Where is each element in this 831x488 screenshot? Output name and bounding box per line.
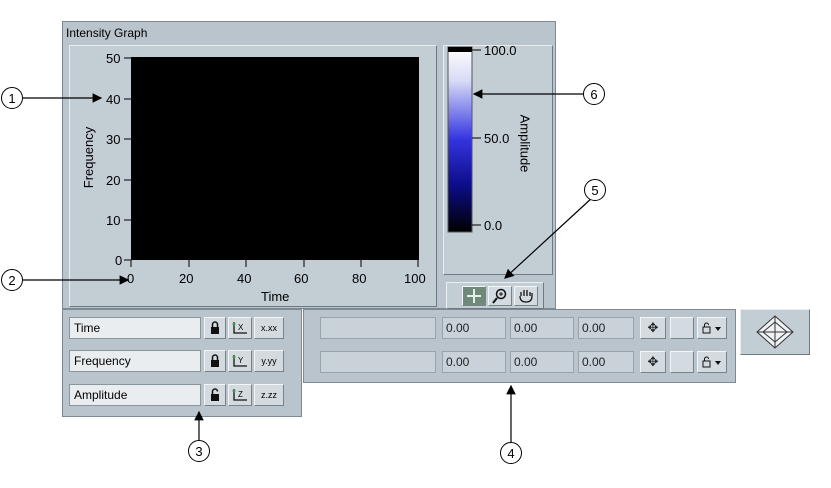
y-tick-label: 10 xyxy=(106,213,121,228)
cursor-move-button[interactable]: ✥ xyxy=(640,351,666,373)
colorscale-bar xyxy=(447,46,481,233)
format-x-button[interactable]: x.xx xyxy=(254,317,284,339)
y-tick-label: 0 xyxy=(115,253,123,268)
scale-lock-button[interactable] xyxy=(204,350,226,372)
svg-text:Y: Y xyxy=(238,356,244,365)
zoom-tool-button[interactable] xyxy=(488,286,512,306)
callout-3: 3 xyxy=(188,440,210,462)
autoscale-y-button[interactable]: Y xyxy=(228,350,252,372)
move-arrows-icon: ✥ xyxy=(647,354,659,369)
cursor-style-button[interactable] xyxy=(670,317,694,339)
cursor-y-value[interactable]: 0.00 xyxy=(510,351,574,373)
lock-dropdown-icon xyxy=(702,356,721,368)
x-tick-label: 0 xyxy=(127,271,135,286)
x-tick-label: 20 xyxy=(179,271,194,286)
cursor-z-value[interactable]: 0.00 xyxy=(578,317,634,339)
cursor-movement-control[interactable] xyxy=(740,309,810,355)
cursor-lock-button[interactable] xyxy=(697,351,727,373)
svg-text:X: X xyxy=(238,323,244,332)
y-tick-label: 50 xyxy=(106,51,121,66)
cursor-x-value[interactable]: 0.00 xyxy=(442,317,506,339)
x-axis-label: Time xyxy=(261,289,290,304)
x-tick-label: 40 xyxy=(237,271,252,286)
cursor-x-value[interactable]: 0.00 xyxy=(442,351,506,373)
cursor-lock-button[interactable] xyxy=(697,317,727,339)
move-arrows-icon: ✥ xyxy=(647,320,659,335)
unlock-icon xyxy=(211,388,219,401)
format-y-label: y.yy xyxy=(261,356,277,366)
graph-title: Intensity Graph xyxy=(66,26,148,40)
callout-6: 6 xyxy=(583,83,605,105)
autoscale-y-icon: Y xyxy=(232,355,247,367)
scale-lock-button[interactable] xyxy=(204,317,226,339)
colorscale-tick-label: 100.0 xyxy=(484,43,517,58)
lock-icon xyxy=(211,321,219,334)
svg-text:Z: Z xyxy=(238,390,243,399)
colorscale-tick-label: 0.0 xyxy=(484,218,503,233)
autoscale-z-button[interactable]: Z xyxy=(228,384,252,406)
diamond-arrows-icon xyxy=(756,315,794,349)
crosshair-icon xyxy=(467,289,481,303)
y-tick-label: 30 xyxy=(106,132,121,147)
cursor-movement-tool-button[interactable] xyxy=(462,286,486,306)
callout-1: 1 xyxy=(1,87,23,109)
x-tick-label: 100 xyxy=(404,271,426,286)
plot-area[interactable] xyxy=(131,57,419,260)
cursor-style-button[interactable] xyxy=(670,351,694,373)
callout-4: 4 xyxy=(500,442,522,464)
cursor-name-field[interactable] xyxy=(320,317,436,339)
y-tick-label: 20 xyxy=(106,173,121,188)
x-tick-label: 80 xyxy=(352,271,367,286)
lock-icon xyxy=(211,354,219,367)
x-tick-label: 60 xyxy=(294,271,309,286)
cursor-z-value[interactable]: 0.00 xyxy=(578,351,634,373)
cursor-y-value[interactable]: 0.00 xyxy=(510,317,574,339)
scale-name-frequency[interactable]: Frequency xyxy=(69,350,201,372)
colorscale-tick-label: 50.0 xyxy=(484,131,510,146)
scale-name-time[interactable]: Time xyxy=(69,317,201,339)
callout-5: 5 xyxy=(584,179,606,201)
scale-unlock-button[interactable] xyxy=(204,384,226,406)
scale-name-amplitude[interactable]: Amplitude xyxy=(69,384,201,406)
format-y-button[interactable]: y.yy xyxy=(254,350,284,372)
zoom-icon xyxy=(492,288,507,304)
autoscale-x-button[interactable]: X xyxy=(228,317,252,339)
callout-2: 2 xyxy=(1,269,23,291)
format-z-label: z.zz xyxy=(260,390,277,400)
format-z-button[interactable]: z.zz xyxy=(254,384,284,406)
y-tick-label: 40 xyxy=(106,92,121,107)
autoscale-x-icon: X xyxy=(232,322,247,334)
format-x-label: x.xx xyxy=(260,323,277,333)
cursor-name-field[interactable] xyxy=(320,351,436,373)
hand-icon xyxy=(519,290,533,303)
autoscale-z-icon: Z xyxy=(232,389,247,401)
lock-dropdown-icon xyxy=(702,322,721,334)
cursor-move-button[interactable]: ✥ xyxy=(640,317,666,339)
panning-tool-button[interactable] xyxy=(514,286,538,306)
